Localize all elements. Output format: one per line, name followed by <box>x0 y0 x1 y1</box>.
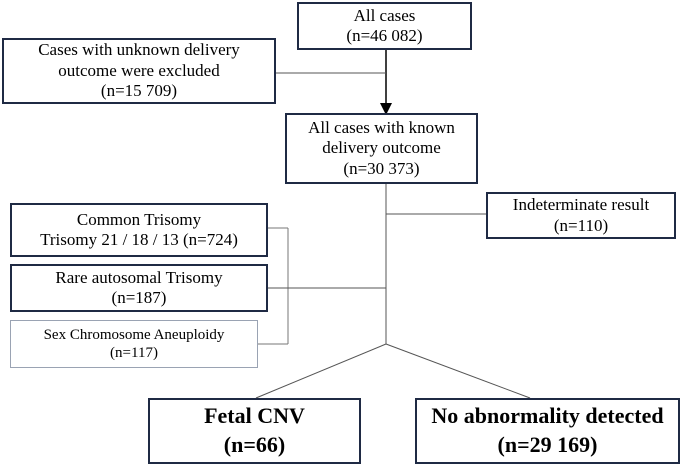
known-label-line1: All cases with known <box>308 117 455 137</box>
sca-box: Sex Chromosome Aneuploidy (n=117) <box>10 320 258 368</box>
all-cases-count: (n=46 082) <box>346 26 423 45</box>
fetal-cnv-count: (n=66) <box>223 432 286 457</box>
all-cases-box: All cases (n=46 082) <box>297 2 472 50</box>
excluded-count: (n=15 709) <box>100 81 178 101</box>
common-trisomy-label: Common Trisomy <box>76 209 202 229</box>
excluded-label-line1: Cases with unknown delivery <box>38 40 240 60</box>
fetal-cnv-box: Fetal CNV (n=66) <box>148 398 361 464</box>
sca-label: Sex Chromosome Aneuploidy <box>43 327 225 343</box>
all-cases-label: All cases <box>353 5 416 25</box>
no-abnormality-box: No abnormality detected (n=29 169) <box>415 398 680 464</box>
no-abnormality-count: (n=29 169) <box>497 432 598 457</box>
common-trisomy-detail: Trisomy 21 / 18 / 13 (n=724) <box>40 230 238 249</box>
indeterminate-count: (n=110) <box>553 215 609 235</box>
excluded-cases-box: Cases with unknown delivery outcome were… <box>2 38 276 104</box>
indeterminate-box: Indeterminate result (n=110) <box>486 192 676 239</box>
common-trisomy-box: Common Trisomy Trisomy 21 / 18 / 13 (n=7… <box>10 203 268 257</box>
known-outcome-box: All cases with known delivery outcome (n… <box>285 113 478 184</box>
rare-trisomy-box: Rare autosomal Trisomy (n=187) <box>10 264 268 312</box>
connector-to-fetal-cnv <box>255 343 387 399</box>
indeterminate-label: Indeterminate result <box>512 195 650 215</box>
known-label-line2: delivery outcome <box>322 138 441 158</box>
no-abnormality-label: No abnormality detected <box>431 403 664 429</box>
fetal-cnv-label: Fetal CNV <box>204 403 305 429</box>
rare-trisomy-count: (n=187) <box>111 288 167 307</box>
rare-trisomy-label: Rare autosomal Trisomy <box>55 267 223 287</box>
known-count: (n=30 373) <box>343 158 420 178</box>
excluded-label-line2: outcome were excluded <box>58 60 220 80</box>
connector-to-no-abnormality <box>385 343 531 399</box>
sca-count: (n=117) <box>110 345 158 361</box>
